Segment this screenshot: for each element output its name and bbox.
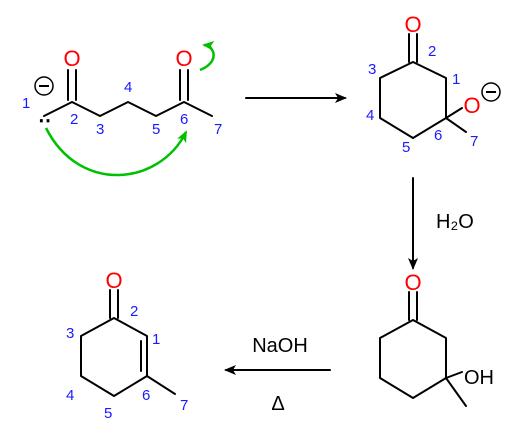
nucleophilic-attack-arrow [44,127,188,177]
hydroxyl-group: OH [464,367,494,389]
enone-number-7: 7 [180,397,188,414]
alkoxide-intermediate: O O 2 3 1 4 6 7 5 [366,12,501,156]
enone-number-3: 3 [66,325,74,342]
aldol-skeleton [379,291,467,407]
enone-number-6: 6 [142,387,150,404]
atom-number-4: 4 [124,79,132,96]
enone-product: O 2 3 1 4 6 7 5 [66,268,188,422]
aldol-carbonyl-oxygen: O [404,270,421,295]
ring-number-7: 7 [470,133,478,150]
enone-number-5: 5 [104,405,112,422]
atom-number-5: 5 [152,121,160,138]
enone-carbonyl-oxygen: O [105,268,122,293]
enone-number-4: 4 [66,387,74,404]
base-reagent: NaOH [252,335,308,357]
ring-number-6: 6 [434,127,442,144]
atom-number-6: 6 [180,111,188,128]
electron-push-arrow [199,40,215,72]
ring-number-1: 1 [452,71,460,88]
ring-carbonyl-oxygen: O [404,12,421,37]
enone-number-1: 1 [152,331,160,348]
ring-number-2: 2 [428,43,436,60]
aldol-product: O OH [379,270,494,407]
alkoxide-charge-icon [481,82,501,102]
ring-number-4: 4 [366,107,374,124]
lone-pair-dots: ‥ [38,105,51,127]
enone-number-2: 2 [130,303,138,320]
water-reagent: H₂O [436,211,474,233]
enolate-diketone: O O ‥ 1 2 3 4 5 6 7 [22,40,222,177]
alkoxide-oxygen: O [463,93,480,118]
carbonyl-oxygen-c2: O [63,46,80,71]
carbanion-charge-icon [34,76,54,96]
atom-number-3: 3 [96,121,104,138]
alkoxide-skeleton [379,33,467,139]
carbonyl-oxygen-c6: O [175,46,192,71]
ring-number-3: 3 [368,61,376,78]
atom-number-2: 2 [70,111,78,128]
atom-number-7: 7 [214,121,222,138]
heat-symbol: Δ [271,393,284,415]
ring-number-5: 5 [402,139,410,156]
enolate-skeleton [43,69,213,117]
atom-number-1: 1 [22,95,30,112]
enone-skeleton [80,289,176,397]
